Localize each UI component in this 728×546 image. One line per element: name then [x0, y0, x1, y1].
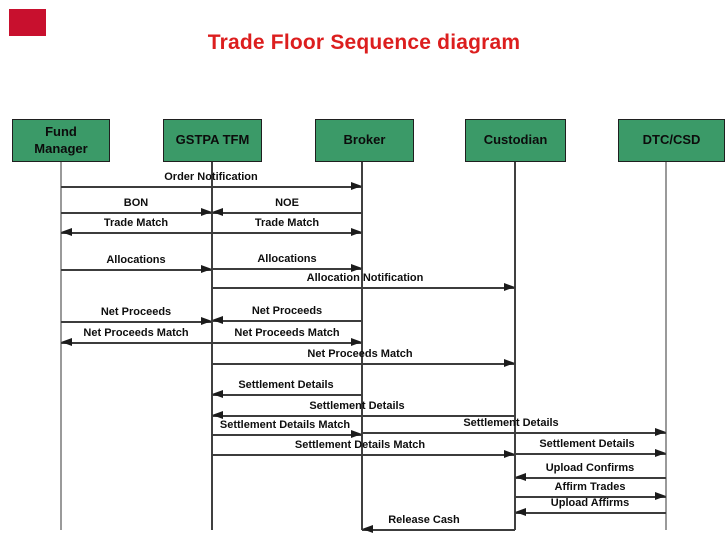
actor-box-fund-manager: Fund Manager	[12, 119, 110, 162]
message-line	[515, 496, 666, 498]
message-line	[212, 394, 362, 396]
message-label: Settlement Details Match	[294, 439, 426, 451]
arrowhead-icon	[201, 317, 212, 325]
lifeline-dtc-csd	[665, 162, 667, 530]
lifeline-custodian	[514, 162, 516, 530]
message-label: BON	[123, 197, 149, 209]
message-line	[61, 186, 362, 188]
lifeline-gstpa-tfm	[211, 162, 213, 530]
actor-box-gstpa-tfm: GSTPA TFM	[163, 119, 262, 162]
actor-label-broker: Broker	[343, 132, 386, 148]
message-label: Net Proceeds	[100, 306, 172, 318]
actor-box-custodian: Custodian	[465, 119, 566, 162]
message-line	[61, 321, 212, 323]
arrowhead-icon	[504, 359, 515, 367]
page-title: Trade Floor Sequence diagram	[207, 31, 521, 54]
message-label: Upload Confirms	[545, 462, 635, 474]
message-label: Allocation Notification	[306, 272, 424, 284]
corner-logo-square	[9, 9, 46, 36]
actor-label-custodian: Custodian	[483, 132, 548, 148]
message-line	[212, 320, 362, 322]
message-label: Net Proceeds Match	[83, 327, 189, 339]
message-line	[212, 454, 515, 456]
arrowhead-icon	[515, 473, 526, 481]
message-label: Settlement Details	[238, 379, 334, 391]
message-line	[515, 512, 666, 514]
arrowhead-icon	[351, 182, 362, 190]
message-label: Trade Match	[103, 217, 169, 229]
message-line	[212, 415, 515, 417]
arrowhead-icon	[212, 411, 223, 419]
actor-box-dtc-csd: DTC/CSD	[618, 119, 725, 162]
lifeline-broker	[361, 162, 363, 530]
arrowhead-icon	[362, 525, 373, 533]
message-line	[212, 342, 362, 344]
actor-label-fund-manager: Fund Manager	[34, 124, 88, 156]
arrowhead-icon	[201, 265, 212, 273]
message-line	[212, 434, 362, 436]
message-label: Settlement Details Match	[219, 419, 351, 431]
arrowhead-icon	[351, 430, 362, 438]
actor-box-broker: Broker	[315, 119, 414, 162]
message-line	[212, 232, 362, 234]
actor-label-dtc-csd: DTC/CSD	[642, 132, 701, 148]
message-label: Affirm Trades	[554, 481, 626, 493]
message-label: Trade Match	[254, 217, 320, 229]
arrowhead-icon	[351, 228, 362, 236]
lifeline-fund-manager	[60, 162, 62, 530]
arrowhead-icon	[61, 338, 72, 346]
arrowhead-icon	[655, 492, 666, 500]
message-line	[212, 287, 515, 289]
message-label: Net Proceeds Match	[234, 327, 340, 339]
arrowhead-icon	[655, 428, 666, 436]
message-label: Allocations	[257, 253, 317, 265]
message-line	[61, 212, 212, 214]
arrowhead-icon	[212, 390, 223, 398]
message-label: Order Notification	[164, 171, 258, 183]
arrowhead-icon	[212, 208, 223, 216]
arrowhead-icon	[351, 338, 362, 346]
arrowhead-icon	[515, 508, 526, 516]
message-line	[515, 453, 666, 455]
arrowhead-icon	[61, 228, 72, 236]
message-line	[515, 477, 666, 479]
message-line	[61, 232, 212, 234]
arrowhead-icon	[504, 283, 515, 291]
arrowhead-icon	[351, 264, 362, 272]
message-label: Release Cash	[388, 514, 460, 526]
message-label: Settlement Details	[309, 400, 405, 412]
message-label: NOE	[275, 197, 299, 209]
message-label: Settlement Details	[539, 438, 635, 450]
message-label: Allocations	[106, 254, 166, 266]
arrowhead-icon	[504, 450, 515, 458]
message-line	[212, 212, 362, 214]
arrowhead-icon	[212, 316, 223, 324]
arrowhead-icon	[201, 208, 212, 216]
message-line	[362, 529, 515, 531]
message-line	[362, 432, 666, 434]
message-line	[212, 363, 515, 365]
message-label: Net Proceeds Match	[307, 348, 413, 360]
message-label: Upload Affirms	[550, 497, 630, 509]
message-line	[61, 269, 212, 271]
message-line	[212, 268, 362, 270]
actor-label-gstpa-tfm: GSTPA TFM	[175, 132, 250, 148]
arrowhead-icon	[655, 449, 666, 457]
message-line	[61, 342, 212, 344]
message-label: Settlement Details	[463, 417, 559, 429]
message-label: Net Proceeds	[251, 305, 323, 317]
